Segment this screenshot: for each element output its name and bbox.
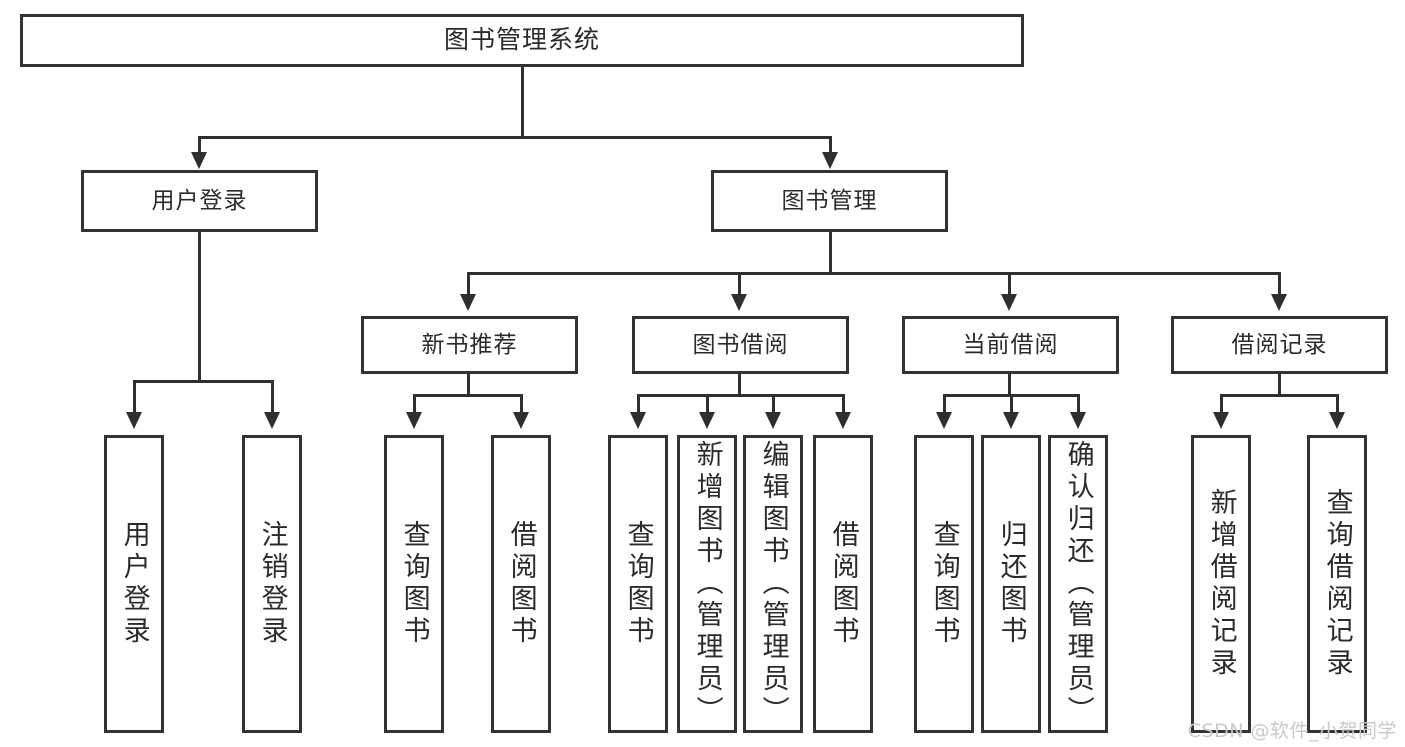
connector-root-stem	[521, 67, 524, 138]
arrow-l3-1	[731, 294, 747, 311]
connector-drop-recd-1	[1336, 394, 1339, 416]
node-label: 查询图书	[928, 520, 960, 648]
arrow-book-manage	[822, 152, 838, 169]
leaf-current-borrow-1[interactable]: 归还图书	[981, 435, 1041, 733]
arrow-cur-1	[1003, 412, 1019, 429]
node-new-book-recommend[interactable]: 新书推荐	[361, 316, 578, 374]
node-label: 图书借阅	[692, 331, 789, 358]
leaf-user-login-1[interactable]: 注销登录	[242, 435, 302, 733]
node-label: 新增图书（管理员）	[691, 440, 723, 728]
node-borrow-record[interactable]: 借阅记录	[1171, 316, 1388, 374]
arrow-rec-1	[513, 412, 529, 429]
node-label: 查询图书	[622, 520, 654, 648]
node-book-borrow[interactable]: 图书借阅	[632, 316, 849, 374]
node-label: 用户登录	[151, 187, 248, 214]
connector-record-bus	[1220, 394, 1337, 397]
arrow-bor-1	[699, 412, 715, 429]
csdn-watermark: CSDN @软件_小贺同学	[1187, 720, 1397, 742]
connector-drop-cur-2	[1077, 394, 1080, 416]
connector-drop-cur-0	[943, 394, 946, 416]
connector-drop-user-login	[198, 136, 201, 158]
leaf-new-book-recommend-0[interactable]: 查询图书	[384, 435, 444, 733]
arrow-l3-2	[1001, 294, 1017, 311]
connector-recommend-stem	[467, 374, 470, 396]
connector-borrow-stem	[738, 374, 741, 396]
leaf-book-borrow-3[interactable]: 借阅图书	[813, 435, 873, 733]
node-label: 查询图书	[398, 520, 430, 648]
arrow-bor-3	[835, 412, 851, 429]
connector-borrow-bus	[637, 394, 843, 397]
connector-drop-rec-1	[520, 394, 523, 416]
node-label: 当前借阅	[962, 331, 1059, 358]
leaf-current-borrow-2[interactable]: 确认归还（管理员）	[1048, 435, 1108, 733]
node-label: 归还图书	[995, 520, 1027, 648]
arrow-rec-0	[406, 412, 422, 429]
node-label: 借阅记录	[1231, 331, 1328, 358]
node-label: 借阅图书	[505, 520, 537, 648]
connector-drop-user-login-leaf-0	[133, 380, 136, 416]
connector-drop-l3-0	[467, 272, 470, 298]
connector-drop-bor-3	[842, 394, 845, 416]
connector-drop-recd-0	[1220, 394, 1223, 416]
leaf-borrow-record-1[interactable]: 查询借阅记录	[1307, 435, 1367, 733]
connector-drop-l3-3	[1278, 272, 1281, 298]
connector-drop-user-login-leaf-1	[271, 380, 274, 416]
arrow-bor-2	[765, 412, 781, 429]
connector-drop-cur-1	[1010, 394, 1013, 416]
connector-drop-rec-0	[413, 394, 416, 416]
arrow-recd-0	[1213, 412, 1229, 429]
leaf-new-book-recommend-1[interactable]: 借阅图书	[491, 435, 551, 733]
node-book-management[interactable]: 图书管理	[711, 170, 948, 232]
node-label: 借阅图书	[827, 520, 859, 648]
leaf-user-login-0[interactable]: 用户登录	[104, 435, 164, 733]
leaf-book-borrow-1[interactable]: 新增图书（管理员）	[677, 435, 737, 733]
arrow-user-login-leaf-0	[126, 412, 142, 429]
node-current-borrow[interactable]: 当前借阅	[902, 316, 1119, 374]
leaf-current-borrow-0[interactable]: 查询图书	[914, 435, 974, 733]
connector-recommend-bus	[413, 394, 523, 397]
node-label: 确认归还（管理员）	[1062, 440, 1094, 728]
node-label: 注销登录	[256, 520, 288, 648]
node-user-login[interactable]: 用户登录	[81, 170, 318, 232]
arrow-cur-0	[936, 412, 952, 429]
leaf-book-borrow-2[interactable]: 编辑图书（管理员）	[743, 435, 803, 733]
node-label: 编辑图书（管理员）	[757, 440, 789, 728]
connector-level2-bus	[198, 136, 831, 139]
connector-drop-book-manage	[829, 136, 832, 158]
arrow-bor-0	[630, 412, 646, 429]
arrow-user-login-leaf-1	[264, 412, 280, 429]
node-label: 查询借阅记录	[1321, 488, 1353, 680]
connector-drop-l3-1	[738, 272, 741, 298]
node-label: 图书管理系统	[443, 25, 600, 55]
connector-current-stem	[1008, 374, 1011, 396]
arrow-recd-1	[1329, 412, 1345, 429]
arrow-user-login	[191, 152, 207, 169]
node-label: 新书推荐	[421, 331, 518, 358]
connector-book-manage-stem	[829, 232, 832, 274]
node-label: 新增借阅记录	[1205, 488, 1237, 680]
leaf-borrow-record-0[interactable]: 新增借阅记录	[1191, 435, 1251, 733]
leaf-book-borrow-0[interactable]: 查询图书	[608, 435, 668, 733]
connector-drop-bor-0	[637, 394, 640, 416]
arrow-cur-2	[1070, 412, 1086, 429]
arrow-l3-3	[1271, 294, 1287, 311]
node-label: 用户登录	[118, 520, 150, 648]
connector-user-login-stem	[198, 232, 201, 382]
connector-level3-bus	[467, 272, 1280, 275]
arrow-l3-0	[460, 294, 476, 311]
node-root-book-management-system[interactable]: 图书管理系统	[20, 14, 1024, 67]
connector-drop-bor-1	[706, 394, 709, 416]
connector-record-stem	[1278, 374, 1281, 396]
connector-user-login-bus	[133, 380, 271, 383]
connector-drop-l3-2	[1008, 272, 1011, 298]
node-label: 图书管理	[781, 187, 878, 214]
connector-drop-bor-2	[772, 394, 775, 416]
